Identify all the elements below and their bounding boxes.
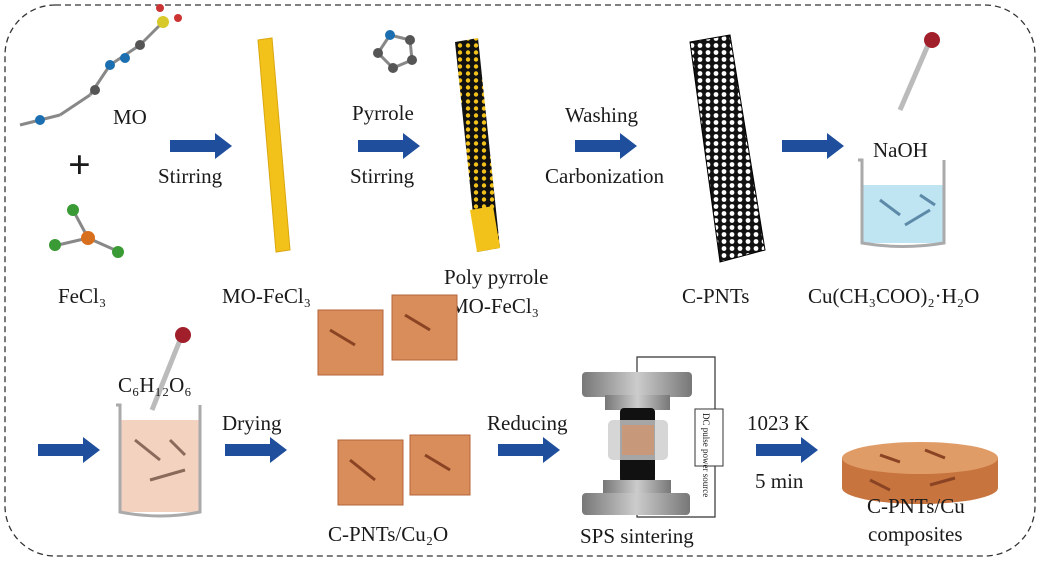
step-washing-label: Washing: [565, 103, 638, 127]
dropper-icon: [897, 32, 940, 111]
arrow-icon: [225, 437, 287, 463]
power-source-label: DC pulse power source: [701, 413, 711, 497]
sps-sintering-label: SPS sintering: [580, 524, 694, 548]
step-carbonization-label: Carbonization: [545, 164, 664, 188]
arrow-icon: [170, 133, 232, 159]
polypyrrole-label: Poly pyrrole: [444, 265, 548, 289]
product-label: C-PNTs/Cu: [867, 494, 965, 518]
mo-fecl3-rod: [257, 37, 291, 253]
step-stirring-label: Stirring: [350, 164, 415, 188]
fecl3-label: FeCl₃: [58, 284, 106, 308]
arrow-icon: [575, 133, 637, 159]
step-reducing-label: Reducing: [487, 411, 568, 435]
arrow-icon: [498, 437, 560, 463]
dropper-icon: [149, 327, 191, 411]
arrow-icon: [782, 133, 844, 159]
c-pnts-tube: [689, 34, 766, 263]
temperature-label: 1023 K: [747, 411, 809, 435]
fecl3-molecule-icon: [49, 204, 124, 258]
naoh-label: NaOH: [873, 138, 928, 162]
mo-molecule-icon: [19, 4, 182, 127]
c-pnts-cu2o-label: C-PNTs/Cu₂O: [328, 522, 448, 546]
c-pnts-label: C-PNTs: [682, 284, 749, 308]
step-drying-label: Drying: [222, 411, 282, 435]
step-stirring-label: Stirring: [158, 164, 223, 188]
arrow-icon: [756, 437, 818, 463]
arrow-icon: [358, 133, 420, 159]
plus-icon: +: [68, 142, 91, 187]
copper-acetate-label: Cu(CH₃COO)₂·H₂O: [808, 284, 979, 308]
mo-fecl3-label: MO-FeCl₃: [222, 284, 311, 308]
composite-disc: [842, 442, 998, 504]
naoh-beaker-icon: [858, 158, 946, 248]
product-label-2: composites: [868, 522, 963, 546]
mo-label: MO: [113, 105, 147, 129]
arrow-icon: [38, 437, 100, 463]
time-label: 5 min: [755, 469, 804, 493]
polypyrrole-label-2: MO-FeCl₃: [450, 294, 539, 318]
pyrrole-molecule-icon: [373, 30, 417, 73]
sps-apparatus: DC pulse power source: [582, 356, 724, 518]
polypyrrole-rod: [455, 38, 500, 252]
cu2o-cubes: [317, 294, 471, 506]
dashed-border: [4, 4, 1036, 557]
glucose-beaker-icon: [116, 403, 202, 518]
glucose-label: C₆H₁₂O₆: [118, 373, 192, 397]
step-pyrrole-label: Pyrrole: [352, 101, 414, 125]
